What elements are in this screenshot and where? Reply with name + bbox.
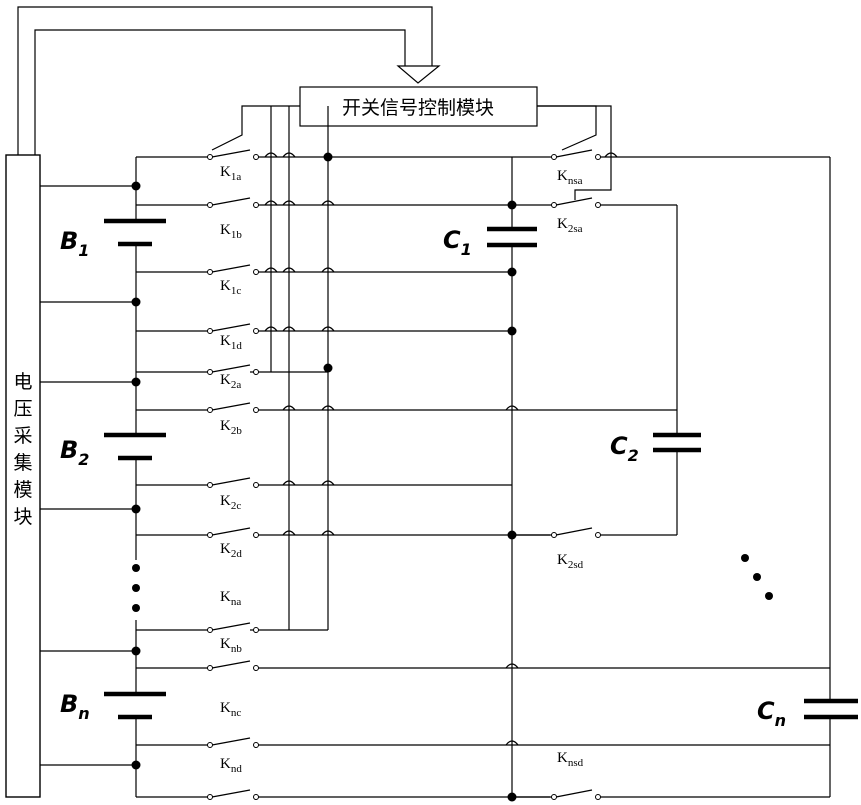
voltage-module-char-2: 压 bbox=[13, 398, 32, 420]
switch-label-knd: Knd bbox=[220, 756, 242, 775]
voltage-module-char-1: 电 bbox=[13, 371, 32, 393]
battery-b2 bbox=[104, 435, 166, 458]
switch-label-k2b: K2b bbox=[220, 418, 242, 437]
switch-label-k2c: K2c bbox=[220, 493, 241, 512]
battery-label-b2: B2 bbox=[60, 436, 89, 469]
switch-label-knc: Knc bbox=[220, 700, 241, 719]
battery-bn bbox=[104, 694, 166, 717]
switch-terminals bbox=[208, 155, 601, 800]
voltage-acquisition-module: 电 压 采 集 模 块 bbox=[6, 155, 40, 797]
switch-label-kna: Kna bbox=[220, 589, 241, 608]
capacitor-cn bbox=[804, 701, 858, 717]
switch-label-k2a: K2a bbox=[220, 372, 241, 391]
ellipsis-dots-right bbox=[741, 554, 773, 600]
switch-label-k2sd: K2sd bbox=[557, 552, 584, 571]
switch-label-k2d: K2d bbox=[220, 541, 242, 560]
feedback-link bbox=[18, 7, 439, 155]
ellipsis-dots-left bbox=[132, 564, 140, 612]
switch-label-k1a: K1a bbox=[220, 164, 241, 183]
battery-b1 bbox=[104, 221, 166, 244]
battery-label-bn: Bn bbox=[60, 690, 90, 723]
capacitor-label-cn: Cn bbox=[757, 697, 786, 730]
battery-label-b1: B1 bbox=[60, 227, 89, 260]
switch-label-k1d: K1d bbox=[220, 333, 242, 352]
capacitor-c2 bbox=[653, 435, 701, 450]
switch-label-knsa: Knsa bbox=[557, 168, 583, 187]
control-bus bbox=[212, 106, 611, 630]
switch-label-knsd: Knsd bbox=[557, 750, 584, 769]
switch-module-label: 开关信号控制模块 bbox=[342, 97, 494, 119]
switch-labels: K1a K1b K1c K1d K2a K2b K2c K2d Kna Knb … bbox=[220, 164, 584, 775]
wire-crossovers bbox=[265, 153, 617, 745]
switch-label-k2sa: K2sa bbox=[557, 216, 583, 235]
voltage-module-char-5: 模 bbox=[13, 479, 32, 501]
capacitor-label-c2: C2 bbox=[610, 432, 639, 465]
capacitor-label-c1: C1 bbox=[443, 226, 472, 259]
switch-label-knb: Knb bbox=[220, 636, 242, 655]
voltage-module-char-3: 采 bbox=[13, 425, 32, 447]
voltage-module-char-4: 集 bbox=[13, 452, 32, 474]
switch-signal-control-module: 开关信号控制模块 bbox=[300, 87, 537, 126]
switch-label-k1b: K1b bbox=[220, 222, 242, 241]
voltage-module-char-6: 块 bbox=[13, 506, 32, 528]
down-arrow-icon bbox=[398, 66, 439, 83]
capacitor-c1 bbox=[487, 229, 537, 245]
switch-rows bbox=[136, 150, 830, 797]
switch-label-k1c: K1c bbox=[220, 278, 241, 297]
capacitor-branches bbox=[512, 150, 830, 797]
